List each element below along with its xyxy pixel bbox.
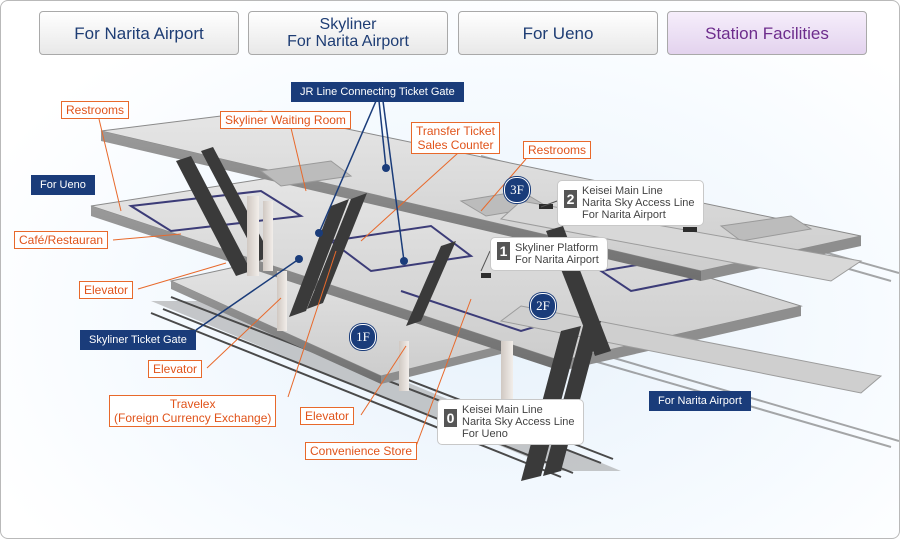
label-cafe-restaurant[interactable]: Café/Restauran <box>14 231 109 249</box>
tab-label-sub: For Narita Airport <box>287 33 409 50</box>
platform-details <box>481 204 697 278</box>
label-skyliner-waiting-room[interactable]: Skyliner Waiting Room <box>220 111 351 129</box>
label-line: Sales Counter <box>417 138 494 152</box>
floor-badge-3f: 3F <box>504 177 530 203</box>
floor-badge-1f: 1F <box>350 324 376 350</box>
tab-label: For Narita Airport <box>74 23 204 43</box>
tab-for-ueno[interactable]: For Ueno <box>458 11 658 55</box>
label-elevator-2[interactable]: Elevator <box>148 360 203 378</box>
label-skyliner-ticket-gate[interactable]: Skyliner Ticket Gate <box>80 330 196 350</box>
label-restrooms-right[interactable]: Restrooms <box>523 141 592 159</box>
platform-pointer-lines <box>480 200 558 272</box>
label-line: Travelex <box>169 397 216 411</box>
label-line: Transfer Ticket <box>416 124 495 138</box>
label-elevator-3[interactable]: Elevator <box>300 407 355 425</box>
tab-label: For Ueno <box>522 23 594 43</box>
floor-badge-2f: 2F <box>530 293 556 319</box>
platform-number: 2 <box>564 190 577 208</box>
tab-station-facilities[interactable]: Station Facilities <box>667 11 867 55</box>
label-transfer-ticket-counter[interactable]: Transfer Ticket Sales Counter <box>411 122 500 154</box>
tab-label: Skyliner <box>319 16 377 33</box>
label-line: (Foreign Currency Exchange) <box>114 411 272 425</box>
gate-pointer-lines <box>195 100 405 331</box>
label-jr-connecting-gate[interactable]: JR Line Connecting Ticket Gate <box>291 82 464 102</box>
label-for-ueno: For Ueno <box>31 175 95 195</box>
label-convenience-store[interactable]: Convenience Store <box>305 442 418 460</box>
label-restrooms-left[interactable]: Restrooms <box>61 101 130 119</box>
tab-label: Station Facilities <box>705 23 829 43</box>
platform-number: 1 <box>497 242 510 260</box>
gate-markers <box>295 164 408 265</box>
leader-lines <box>98 118 527 450</box>
tab-skyliner-narita[interactable]: Skyliner For Narita Airport <box>248 11 448 55</box>
platform-number: 0 <box>444 409 457 427</box>
tab-for-narita-airport[interactable]: For Narita Airport <box>39 11 239 55</box>
label-elevator-1[interactable]: Elevator <box>79 281 134 299</box>
support-pillars <box>247 196 513 401</box>
label-for-narita-airport: For Narita Airport <box>649 391 751 411</box>
label-travelex[interactable]: Travelex (Foreign Currency Exchange) <box>109 395 277 427</box>
